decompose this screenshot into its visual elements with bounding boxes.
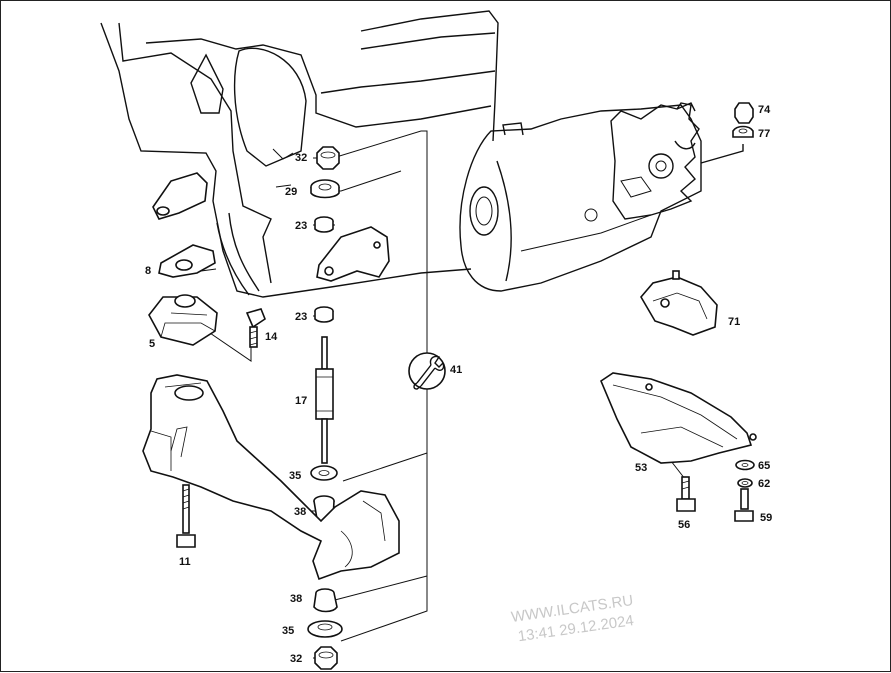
transmission-mount-71 [640, 270, 718, 336]
nut-74 [734, 102, 754, 124]
watermark: WWW.ILCATS.RU 13:41 29.12.2024 [510, 592, 635, 645]
transmission [459, 102, 744, 292]
callout-29: 29 [285, 186, 297, 198]
callout-23-mid: 23 [295, 311, 307, 323]
callout-41: 41 [450, 364, 462, 376]
bolt-56 [676, 476, 696, 512]
upper-mount-bracket [316, 226, 390, 282]
callout-8: 8 [145, 265, 151, 277]
washer-35-bottom [307, 620, 343, 638]
callout-59: 59 [760, 512, 772, 524]
washer-29 [310, 179, 340, 199]
engine-mount-5 [148, 294, 218, 346]
bushing-38-bottom [313, 588, 338, 613]
callout-53: 53 [635, 462, 647, 474]
bushing-23-mid [314, 306, 334, 323]
callout-17: 17 [295, 395, 307, 407]
callout-71: 71 [728, 316, 740, 328]
callout-38-top: 38 [294, 506, 306, 518]
callout-32-top: 32 [295, 152, 307, 164]
callout-56: 56 [678, 519, 690, 531]
callout-35-bottom: 35 [282, 625, 294, 637]
callout-11: 11 [179, 556, 191, 568]
callout-38-bottom: 38 [290, 593, 302, 605]
support-bracket-53 [600, 372, 757, 464]
shock-absorber-17 [315, 336, 334, 464]
callout-32-bottom: 32 [290, 653, 302, 665]
bolt-11 [176, 484, 196, 548]
nut-32-top [316, 146, 340, 170]
washer-62 [737, 478, 753, 488]
nut-32-bottom [314, 646, 338, 670]
bushing-23-top [314, 216, 334, 233]
washer-77 [732, 125, 754, 138]
mount-bracket-8 [152, 172, 216, 278]
callout-62: 62 [758, 478, 770, 490]
callout-14: 14 [265, 331, 278, 343]
callout-77: 77 [758, 128, 770, 140]
bolt-59 [734, 488, 754, 522]
washer-35-top [310, 465, 338, 481]
crossmember [142, 374, 400, 581]
callout-35-top: 35 [289, 470, 301, 482]
callout-23-top: 23 [295, 220, 307, 232]
engine-block [100, 10, 499, 298]
wrench-icon [408, 352, 446, 390]
callout-65: 65 [758, 460, 770, 472]
callout-74: 74 [758, 104, 771, 116]
washer-65 [735, 459, 755, 471]
callout-5: 5 [149, 338, 155, 350]
bolt-14 [245, 308, 266, 348]
callout-labels: 32 29 23 8 23 5 14 17 41 35 11 38 38 35 … [145, 104, 772, 665]
